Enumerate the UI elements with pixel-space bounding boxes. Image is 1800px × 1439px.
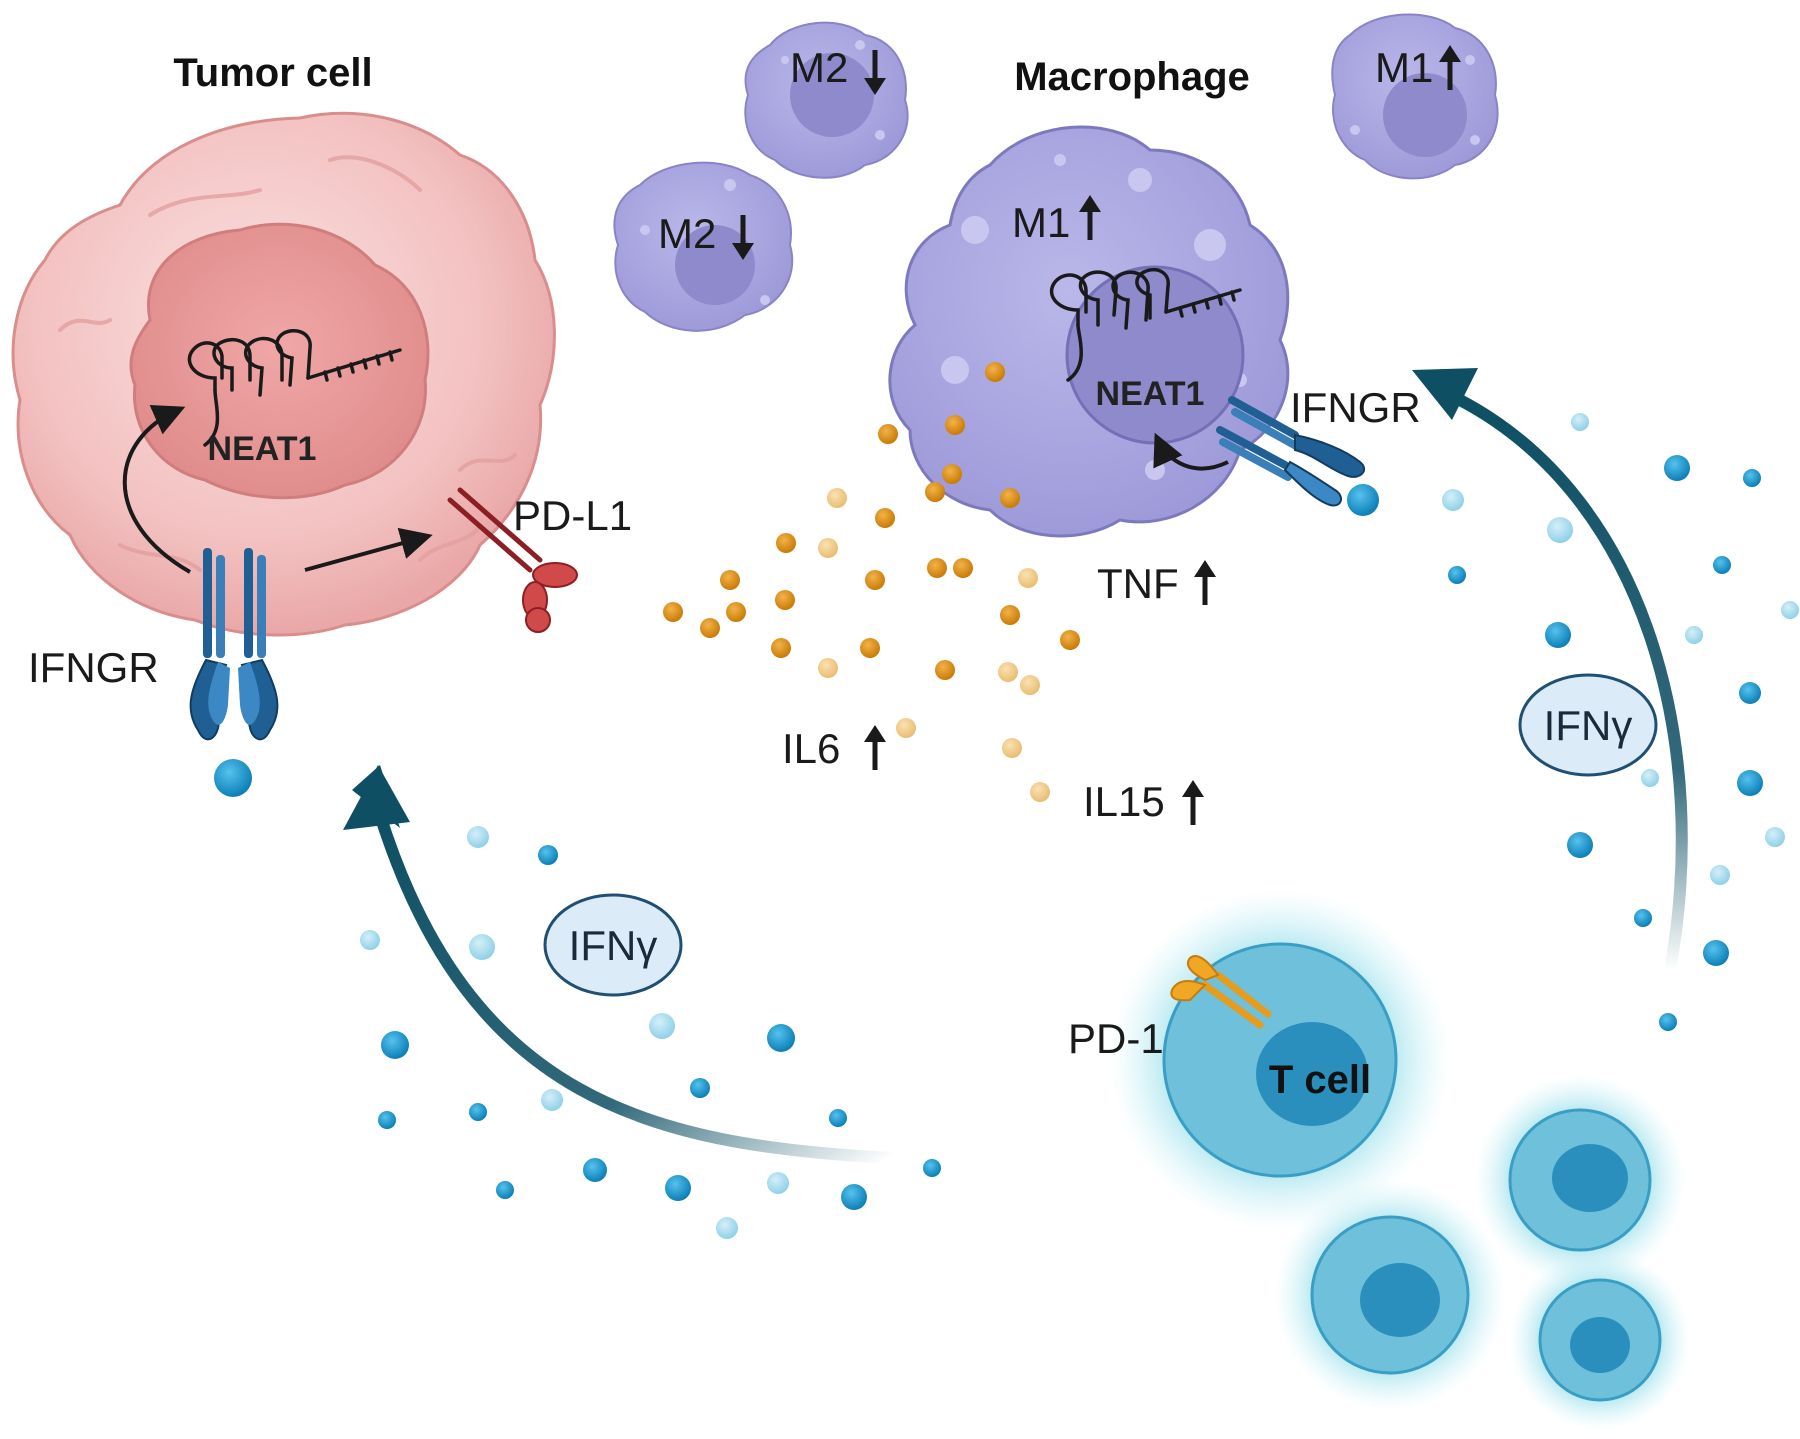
ifng-pill-right: IFNγ (1518, 673, 1658, 777)
ifng-label-right: IFNγ (1544, 702, 1633, 749)
ifng-particles-right (1442, 413, 1799, 1031)
cytokine-cloud (663, 362, 1080, 802)
tnf-label: TNF (1097, 560, 1179, 607)
up-arrow-icon (1194, 560, 1216, 605)
m2-macrophage-b: M2 (613, 161, 794, 332)
m1-macrophage-small: M1 (1331, 13, 1499, 180)
up-arrow-icon (1079, 195, 1101, 240)
pd-l1-label: PD-L1 (513, 492, 632, 539)
neat1-label-tumor: NEAT1 (208, 430, 317, 468)
ifngr-label-tumor: IFNGR (28, 644, 159, 691)
up-arrow-icon (1439, 45, 1461, 90)
m2-macrophage-a: M2 (744, 21, 909, 179)
m1-label-small: M1 (1375, 44, 1433, 91)
down-arrow-icon (864, 50, 886, 95)
ifng-pill-left: IFNγ (543, 893, 683, 997)
neat1-rna-tumor (187, 328, 402, 447)
ifngr-label-macrophage: IFNGR (1290, 384, 1421, 431)
macrophage-label: Macrophage (1014, 55, 1250, 99)
t-cell-small-3 (1510, 1250, 1690, 1430)
pd-1-receptor (1170, 955, 1272, 1029)
ifng-label-left: IFNγ (569, 922, 658, 969)
tumor-cell-label: Tumor cell (173, 51, 372, 95)
ifng-pathway-arrow-right (1412, 368, 1688, 976)
t-cell-small-2 (1275, 1180, 1505, 1410)
il6-label: IL6 (782, 725, 840, 772)
ifng-pathway-arrow-left (343, 765, 896, 1164)
up-arrow-icon (864, 725, 886, 770)
t-cell-cluster: T cell PD-1 (1068, 890, 1690, 1430)
m2-label-a: M2 (790, 44, 848, 91)
arrow-ifngr-to-pdl1 (304, 527, 433, 572)
pd-l1-receptor (447, 487, 578, 633)
pd-1-label: PD-1 (1068, 1015, 1164, 1062)
neat1-rna-macrophage (1049, 267, 1242, 382)
macrophage-nucleus (1065, 265, 1245, 445)
ifng-particles-left (360, 826, 941, 1239)
m1-label-big: M1 (1012, 199, 1070, 246)
ifngr-receptor-macrophage (1216, 396, 1379, 516)
m2-label-b: M2 (658, 210, 716, 257)
ifngr-receptor-tumor (189, 548, 279, 797)
up-arrow-icon (1182, 780, 1204, 825)
neat1-label-macrophage: NEAT1 (1096, 375, 1205, 413)
arrow-ifngr-to-neat1 (122, 405, 192, 574)
macrophage: Macrophage M1 NEAT1 IFNGR (888, 55, 1421, 538)
t-cell-small-1 (1475, 1075, 1685, 1285)
tumor-cell: Tumor cell NEAT1 IFNGR (11, 51, 632, 797)
t-cell-label: T cell (1269, 1058, 1371, 1102)
il15-label: IL15 (1083, 778, 1165, 825)
arrow-ifngr-to-neat1-macrophage (1153, 432, 1229, 471)
down-arrow-icon (732, 215, 754, 260)
